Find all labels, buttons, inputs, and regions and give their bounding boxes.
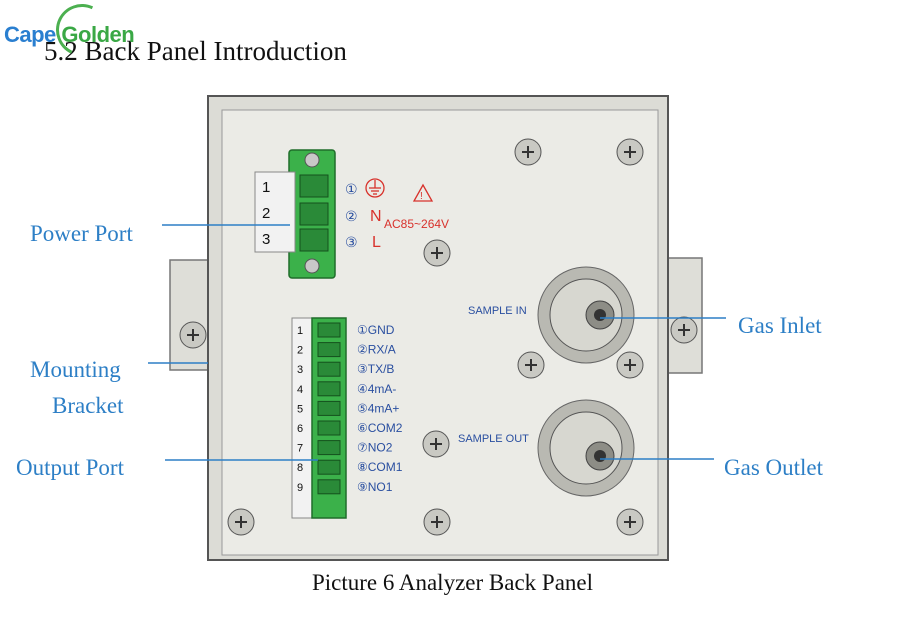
power-mark-neutral: N [370, 208, 382, 225]
power-pin-label: 2 [262, 205, 270, 222]
warning-icon: ! [412, 183, 434, 202]
figure-caption: Picture 6 Analyzer Back Panel [311, 570, 594, 595]
power-mark-num: ① [345, 181, 358, 197]
power-mark-num: ② [345, 208, 358, 224]
gas-outlet-label: Gas Outlet [724, 455, 824, 480]
screw-cross [430, 438, 442, 450]
output-pin-socket [317, 420, 341, 436]
power-pin-label: 3 [262, 231, 270, 248]
output-pin-number: 4 [297, 384, 303, 396]
section-title: 5.2 Back Panel Introduction [44, 36, 347, 66]
power-mark-num: ③ [345, 234, 358, 250]
output-signal-label: ⑥COM2 [357, 421, 403, 435]
screw-cross [431, 247, 443, 259]
mounting-bracket-label-line1: Mounting [30, 357, 121, 382]
screw-cross [678, 324, 690, 336]
logo-text-1: Cape [4, 22, 62, 47]
power-mark-line: L [372, 234, 381, 251]
output-signal-label: ④4mA- [357, 382, 396, 396]
output-signal-label: ⑤4mA+ [357, 401, 399, 415]
output-signal-label: ⑦NO2 [357, 441, 393, 455]
output-pin-socket [317, 459, 341, 475]
gas-inlet-label: Gas Inlet [738, 313, 822, 338]
output-pin-number: 9 [297, 482, 303, 494]
ground-icon [365, 178, 385, 198]
output-signal-label: ⑨NO1 [357, 480, 393, 494]
output-pin-socket [317, 479, 341, 495]
screw-cross [235, 516, 247, 528]
output-pin-socket [317, 361, 341, 377]
power-voltage: AC85~264V [384, 217, 449, 231]
output-pin-number: 2 [297, 345, 303, 357]
output-pin-number: 7 [297, 443, 303, 455]
svg-text:!: ! [420, 191, 423, 202]
screw-cross [624, 359, 636, 371]
power-port-label: Power Port [30, 221, 133, 246]
sample-out-label: SAMPLE OUT [458, 433, 529, 445]
output-pin-socket [317, 342, 341, 358]
output-signal-label: ⑧COM1 [357, 460, 403, 474]
screw-cross [431, 516, 443, 528]
screw-cross [624, 516, 636, 528]
output-signal-label: ③TX/B [357, 362, 394, 376]
gas-inlet-fitting [537, 266, 635, 364]
output-pin-number: 1 [297, 325, 303, 337]
output-pin-number: 8 [297, 462, 303, 474]
screw-cross [624, 146, 636, 158]
output-pin-socket [317, 381, 341, 397]
power-terminal-block: 1 2 3 [254, 149, 336, 279]
power-markings: ① ② N AC85~264V ③ L ! [345, 178, 449, 251]
gas-outlet-fitting [537, 399, 635, 497]
output-pin-socket [317, 322, 341, 338]
output-pin-number: 5 [297, 403, 303, 415]
mounting-bracket-label-line2: Bracket [52, 393, 124, 418]
logo: Cape Golden [4, 22, 135, 48]
output-port-label: Output Port [16, 455, 124, 480]
output-signal-label: ①GND [357, 323, 395, 337]
screw-cross [522, 146, 534, 158]
screw-cross [525, 359, 537, 371]
output-signal-label: ②RX/A [357, 343, 396, 357]
output-pin-number: 3 [297, 364, 303, 376]
power-pin-label: 1 [262, 179, 270, 196]
logo-text-2: Golden [61, 22, 135, 47]
output-pin-socket [317, 440, 341, 456]
output-pin-socket [317, 400, 341, 416]
sample-in-label: SAMPLE IN [468, 305, 527, 317]
screw-cross [187, 329, 199, 341]
output-pin-number: 6 [297, 423, 303, 435]
